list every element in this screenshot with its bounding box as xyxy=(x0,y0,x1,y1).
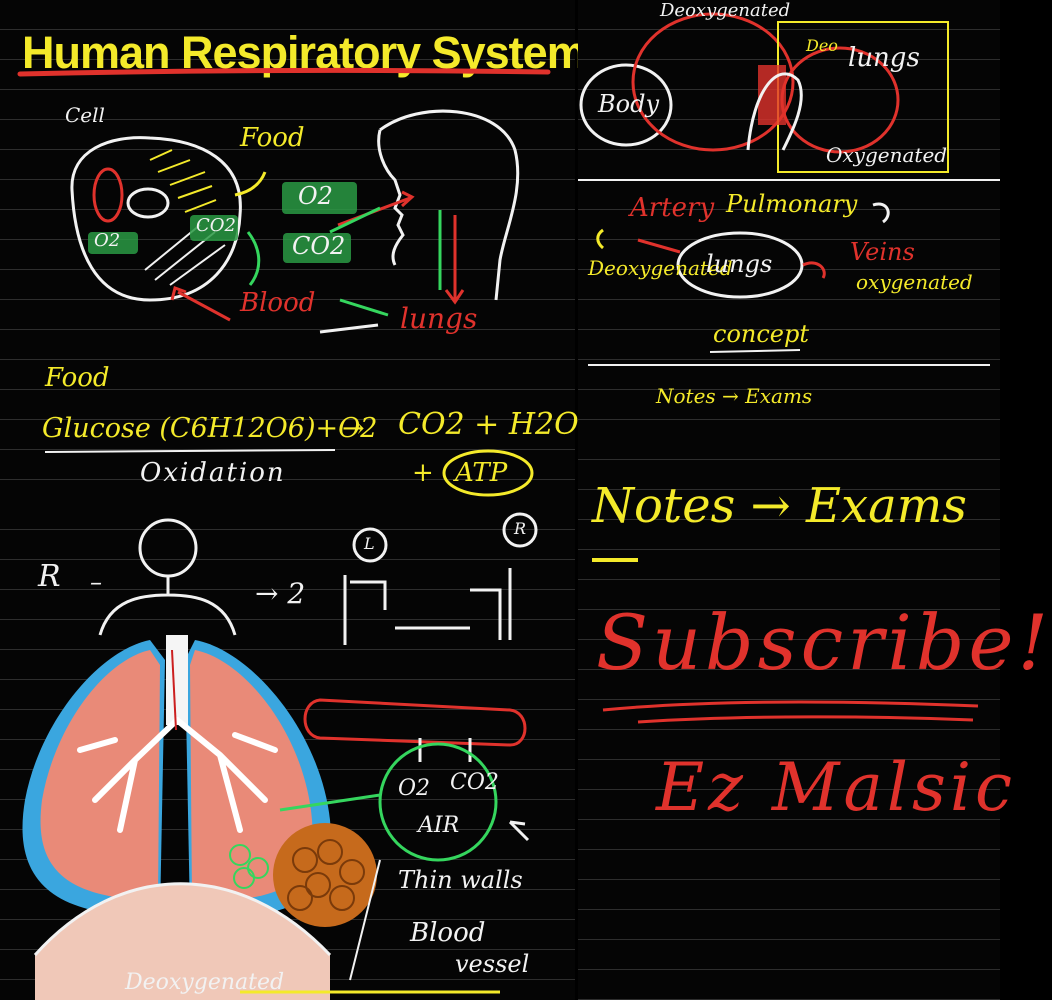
lungs-diagram xyxy=(22,512,538,1000)
panel-circulation: Deoxygenated Body Deo lungs Oxygenated A… xyxy=(578,0,1000,430)
air-circle xyxy=(378,742,498,862)
head-profile xyxy=(377,109,520,301)
atp-circle xyxy=(442,449,534,497)
page-title: Human Respiratory System xyxy=(22,27,587,78)
promo-marks xyxy=(592,558,979,724)
panel-cell-respiration: Human Respiratory System xyxy=(0,0,587,360)
o2-highlight xyxy=(282,182,357,214)
equation-rhs: CO2 + H2O xyxy=(398,407,579,442)
food-hatching xyxy=(149,149,217,213)
deoxygenated-mid-label: Deoxygenated xyxy=(588,256,733,280)
oxidation-label: Oxidation xyxy=(140,458,286,488)
panel-promo: Notes → Exams Subscribe! Ez Malsic xyxy=(578,430,1048,1000)
l-circle-label: L xyxy=(364,534,375,553)
concept-label: concept xyxy=(713,320,809,348)
cell-co2-label: CO2 xyxy=(196,215,236,236)
equation-plus: + xyxy=(412,458,434,488)
blood-label: Blood xyxy=(240,288,316,318)
figure-head xyxy=(138,518,198,578)
circulation-drawing xyxy=(578,12,1000,366)
food-label: Food xyxy=(240,123,305,153)
dash-label: – xyxy=(90,568,102,596)
capillary xyxy=(303,698,527,747)
co2-highlight xyxy=(283,233,351,263)
panel-equation: Food Glucose (C6H12O6)+O2 → CO2 + H2O + … xyxy=(0,360,579,500)
diaphragm xyxy=(35,883,330,1000)
arrow-2-label: → 2 xyxy=(255,577,306,610)
lung-left xyxy=(40,650,161,900)
oxygenated-mid-label: oxygenated xyxy=(856,270,973,294)
panel-lungs: R – → 2 L R O2 CO2 AIR Thin walls Blood … xyxy=(0,500,575,1000)
pulmonary-label: Pulmonary xyxy=(726,190,858,218)
cell-co2-highlight xyxy=(190,215,238,241)
notes-exams-small: Notes → Exams xyxy=(656,384,813,408)
deoxygenated-top-label: Deoxygenated xyxy=(660,0,791,21)
food-arrow xyxy=(234,171,267,197)
deoxygenated-bottom-label: Deoxygenated xyxy=(125,970,285,995)
title-underline xyxy=(17,67,551,77)
cell-outline xyxy=(70,136,242,302)
r-circle-label: R xyxy=(514,519,527,538)
atp-label: ATP xyxy=(455,458,508,488)
thin-walls-label: Thin walls xyxy=(398,866,523,894)
lungs-mid-circle xyxy=(676,231,804,299)
oxygenated-top-label: Oxygenated xyxy=(826,143,948,167)
equation-lhs: Glucose (C6H12O6)+O2 xyxy=(42,413,378,444)
lungs-top-label: lungs xyxy=(848,43,920,73)
deo-label: Deo xyxy=(806,36,838,55)
cell-o2-label: O2 xyxy=(94,230,121,251)
equation-food-label: Food xyxy=(45,363,110,393)
veins-label: Veins xyxy=(850,238,915,266)
co2-label: CO2 xyxy=(292,232,346,260)
notes-exams-big: Notes → Exams xyxy=(592,478,967,534)
cell-label: Cell xyxy=(65,103,105,127)
o2-label: O2 xyxy=(298,182,333,210)
o2-air-label: O2 xyxy=(398,776,431,801)
equation-marks xyxy=(44,449,534,497)
trachea xyxy=(166,635,188,725)
bronchi xyxy=(77,717,278,833)
cell-diagram-drawing xyxy=(17,67,551,334)
lungs-label: lungs xyxy=(400,302,478,335)
artery-label: Artery xyxy=(630,193,715,223)
equation-arrow: → xyxy=(342,413,365,444)
vessel-label: vessel xyxy=(455,950,530,978)
cell-o2-highlight xyxy=(88,232,138,254)
body-circle xyxy=(579,63,673,147)
nucleus xyxy=(126,187,170,219)
body-label: Body xyxy=(598,90,660,118)
blood-vessel-label: Blood xyxy=(410,918,486,948)
subscribe-text[interactable]: Subscribe! xyxy=(596,598,1052,687)
air-label: AIR xyxy=(418,813,460,838)
lungs-mid-label: lungs xyxy=(706,250,773,278)
mitochondria xyxy=(92,167,124,223)
channel-name[interactable]: Ez Malsic xyxy=(656,749,1016,826)
lung-right xyxy=(190,650,313,901)
r-label: R xyxy=(38,559,61,594)
co2-air-label: CO2 xyxy=(450,770,499,795)
